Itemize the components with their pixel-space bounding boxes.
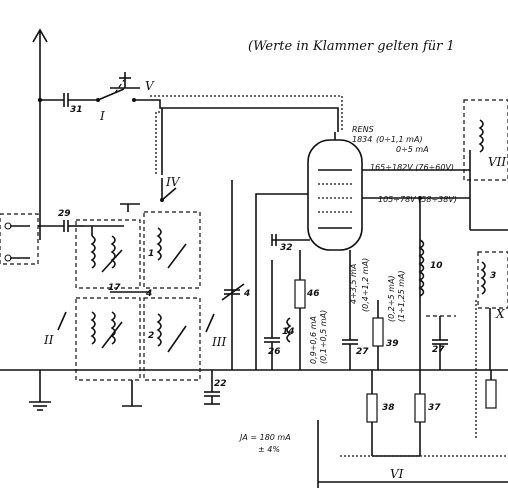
- cap-4b-label: 4: [243, 289, 250, 299]
- tube-screen-voltage: 105÷78V (58÷38V): [378, 195, 457, 204]
- cap-22-label: 22: [214, 379, 227, 389]
- switch-V: [110, 72, 140, 89]
- tube-current: (0÷1,1 mA): [376, 135, 423, 144]
- coil-14-label: 14: [282, 327, 295, 337]
- cap-31-label: 31: [70, 105, 83, 115]
- roman-X: X: [495, 307, 505, 321]
- label-r39-current-b: (1÷1,25 mA): [397, 270, 406, 322]
- label-total-current: JA = 180 mA: [238, 433, 291, 442]
- roman-VI: VI: [390, 467, 404, 481]
- label-r14-current-b: (0,1÷0,5 mA): [319, 310, 328, 364]
- antenna-input: [0, 213, 84, 265]
- res-38-label: 38: [382, 403, 395, 413]
- roman-IV: IV: [165, 175, 181, 189]
- cap-27-right: [426, 315, 456, 370]
- tube-name: RENS: [352, 125, 374, 134]
- cap-29-label: 29: [58, 209, 71, 219]
- label-tolerance: ± 4%: [258, 445, 280, 454]
- tube-type: 1834: [352, 135, 372, 144]
- tube-anode-current: 0÷5 mA: [396, 145, 429, 154]
- resistor-39: [372, 300, 384, 370]
- chassis-ground-marks: [120, 203, 140, 212]
- cap-27-left: [342, 250, 358, 370]
- inductor-14: [286, 317, 292, 343]
- resistor-37: [414, 370, 426, 456]
- shielded-cable: [150, 95, 343, 175]
- tube-rens1834: [307, 132, 363, 251]
- tube-grid-voltage: 165÷182V (76÷60V): [370, 163, 454, 172]
- cap-22: [204, 370, 220, 405]
- cap-27b-label: 27: [432, 345, 445, 355]
- band-box-lower: [75, 297, 141, 381]
- cap-27a-label: 27: [356, 347, 369, 357]
- switch-I: [96, 79, 155, 102]
- switch-IV: [160, 178, 177, 202]
- tube-plate-wiring: [362, 150, 471, 370]
- resistor-46: [294, 250, 306, 370]
- variable-cap-4: [221, 180, 245, 370]
- output-transformer-section: [463, 99, 508, 440]
- roman-III: III: [211, 335, 226, 349]
- ground-symbol-left: [29, 370, 51, 411]
- label-grid-current-b: (0,4÷1,2 mA): [361, 258, 370, 312]
- top-feed-wire: [37, 93, 98, 107]
- cap-26: [264, 260, 280, 370]
- coil-group-2: [143, 297, 201, 381]
- res-46-label: 46: [306, 289, 320, 299]
- coil-3-label: 3: [490, 271, 496, 281]
- res-37-label: 37: [428, 403, 441, 413]
- inductor-10: [418, 239, 425, 297]
- cap-17-label: 17: [108, 283, 121, 293]
- label-r39-current: (0,2÷5 mA): [387, 275, 396, 322]
- coil-2-label: 2: [148, 331, 154, 341]
- roman-V: V: [145, 79, 155, 93]
- coil-group-1: [143, 211, 201, 289]
- resistor-38: [366, 370, 378, 456]
- res-39-label: 39: [386, 339, 399, 349]
- label-grid-current: 4÷3,5 mA: [349, 264, 358, 304]
- cap-4a-label: 4: [145, 289, 152, 299]
- coil-1-label: 1: [148, 249, 154, 259]
- coil-10-label: 10: [430, 261, 443, 271]
- antenna-symbol: [32, 28, 48, 240]
- band-box-upper: [75, 219, 141, 289]
- cap-32-label: 32: [280, 243, 293, 253]
- ground-symbol-mid: [122, 380, 142, 407]
- switch-VI: [317, 420, 508, 488]
- header-note: (Werte in Klammer gelten für 1: [248, 39, 455, 54]
- tube-grid-wiring: [255, 193, 310, 370]
- label-r14-current: 0,9÷0,6 mA: [309, 316, 318, 364]
- cap-26-label: 26: [268, 347, 281, 357]
- roman-II: II: [43, 333, 54, 347]
- roman-I: I: [99, 109, 105, 123]
- roman-VII: VII: [488, 155, 506, 169]
